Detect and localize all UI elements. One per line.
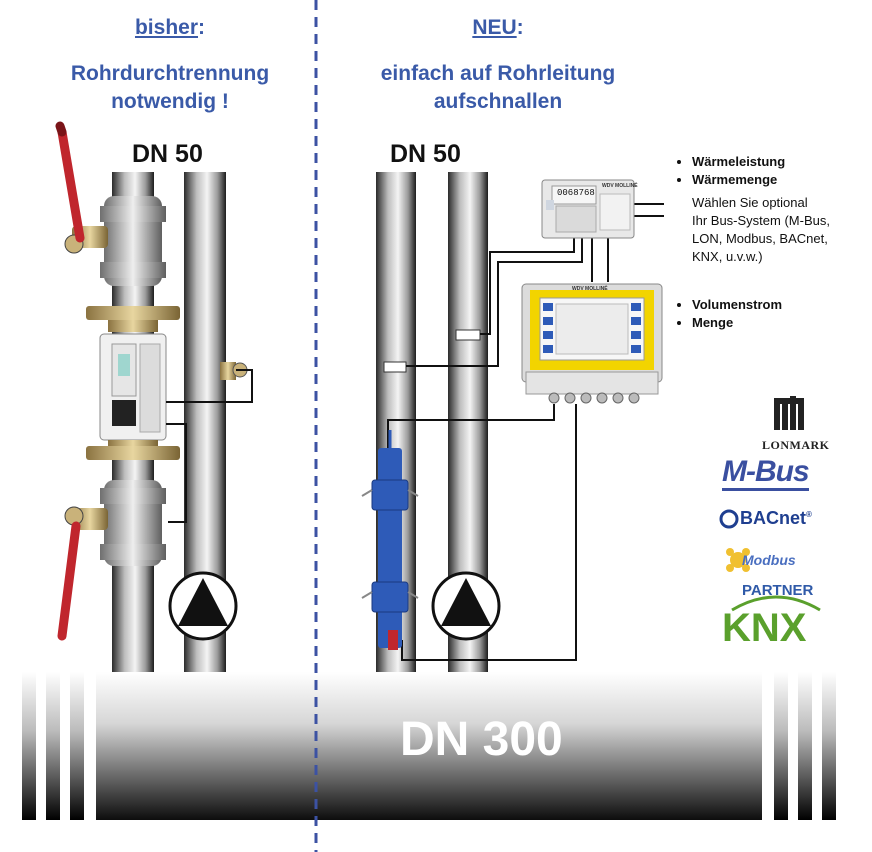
main-pipe-right-stripes xyxy=(762,672,872,820)
left-heading-colon: : xyxy=(198,16,206,39)
bus-note-line-2: Ihr Bus-System (M-Bus, xyxy=(692,213,830,228)
main-pipe xyxy=(0,672,872,820)
temp-sensor-tag-2 xyxy=(383,361,407,373)
heat-meter-bullets: Wärmeleistung Wärmemenge xyxy=(676,153,785,189)
bus-note-line-4: KNX, u.v.w.) xyxy=(692,249,763,264)
heat-meter-brand: WDV MOLLINÉ xyxy=(602,183,638,189)
left-heading-line2: notwendig ! xyxy=(111,90,229,113)
bus-note: Wählen Sie optional Ihr Bus-System (M-Bu… xyxy=(692,194,830,266)
left-heading-title: bisher: xyxy=(60,14,280,42)
main-pipe-left-stripes xyxy=(0,672,96,820)
pump-symbol-right xyxy=(431,571,501,641)
upper-ball-valve xyxy=(55,121,166,286)
clamp-on-sensor xyxy=(361,430,419,650)
knx-partner-label: PARTNER xyxy=(742,582,814,599)
heat-meter-display: 0068768 xyxy=(557,188,595,198)
left-heading-prefix: bisher xyxy=(134,16,199,39)
bullet-menge: Menge xyxy=(692,314,782,332)
knx-arc xyxy=(731,595,821,612)
bullet-waermemenge: Wärmemenge xyxy=(692,171,785,189)
modbus-icon xyxy=(726,548,750,572)
bacnet-logo: BACnet® xyxy=(740,508,812,529)
right-dn-label: DN 50 xyxy=(390,140,461,168)
bullet-volumenstrom: Volumenstrom xyxy=(692,296,782,314)
knx-logo: KNX xyxy=(722,606,807,650)
bacnet-logo-text: BACnet xyxy=(740,508,806,528)
right-heading-colon: : xyxy=(516,16,524,39)
modbus-logo: Modbus xyxy=(742,552,796,568)
temp-sensor-tag-1 xyxy=(455,329,481,341)
flow-meter-bullets: Volumenstrom Menge xyxy=(676,296,782,332)
bacnet-icon xyxy=(719,509,739,529)
lower-ball-valve xyxy=(57,480,166,641)
lonmark-logo: LONMARK xyxy=(762,438,830,452)
bus-note-line-3: LON, Modbus, BACnet, xyxy=(692,231,828,246)
flow-transmitter xyxy=(521,283,663,404)
temperature-sensor-left xyxy=(166,362,253,403)
right-heading-title: NEU: xyxy=(388,14,608,42)
lonmark-icon xyxy=(774,396,804,430)
flange-meter xyxy=(86,306,180,460)
mbus-logo: M-Bus xyxy=(722,456,810,491)
bus-note-line-1: Wählen Sie optional xyxy=(692,195,808,210)
left-meter-cable xyxy=(166,423,187,523)
left-dn-label: DN 50 xyxy=(132,140,203,168)
flow-meter-brand: WDV MOLLINÉ xyxy=(572,286,608,292)
pump-symbol-left xyxy=(168,571,238,641)
left-heading-line1: Rohrdurchtrennung xyxy=(70,62,270,85)
right-heading-prefix: NEU xyxy=(472,16,517,39)
right-cables xyxy=(387,203,664,661)
bullet-waermeleistung: Wärmeleistung xyxy=(692,153,785,171)
heat-calculator xyxy=(541,179,635,239)
right-heading-line2: aufschnallen xyxy=(433,90,563,113)
right-heading-line1: einfach auf Rohrleitung xyxy=(380,62,616,85)
bacnet-registered-mark: ® xyxy=(806,510,812,519)
main-pipe-label: DN 300 xyxy=(400,713,563,766)
